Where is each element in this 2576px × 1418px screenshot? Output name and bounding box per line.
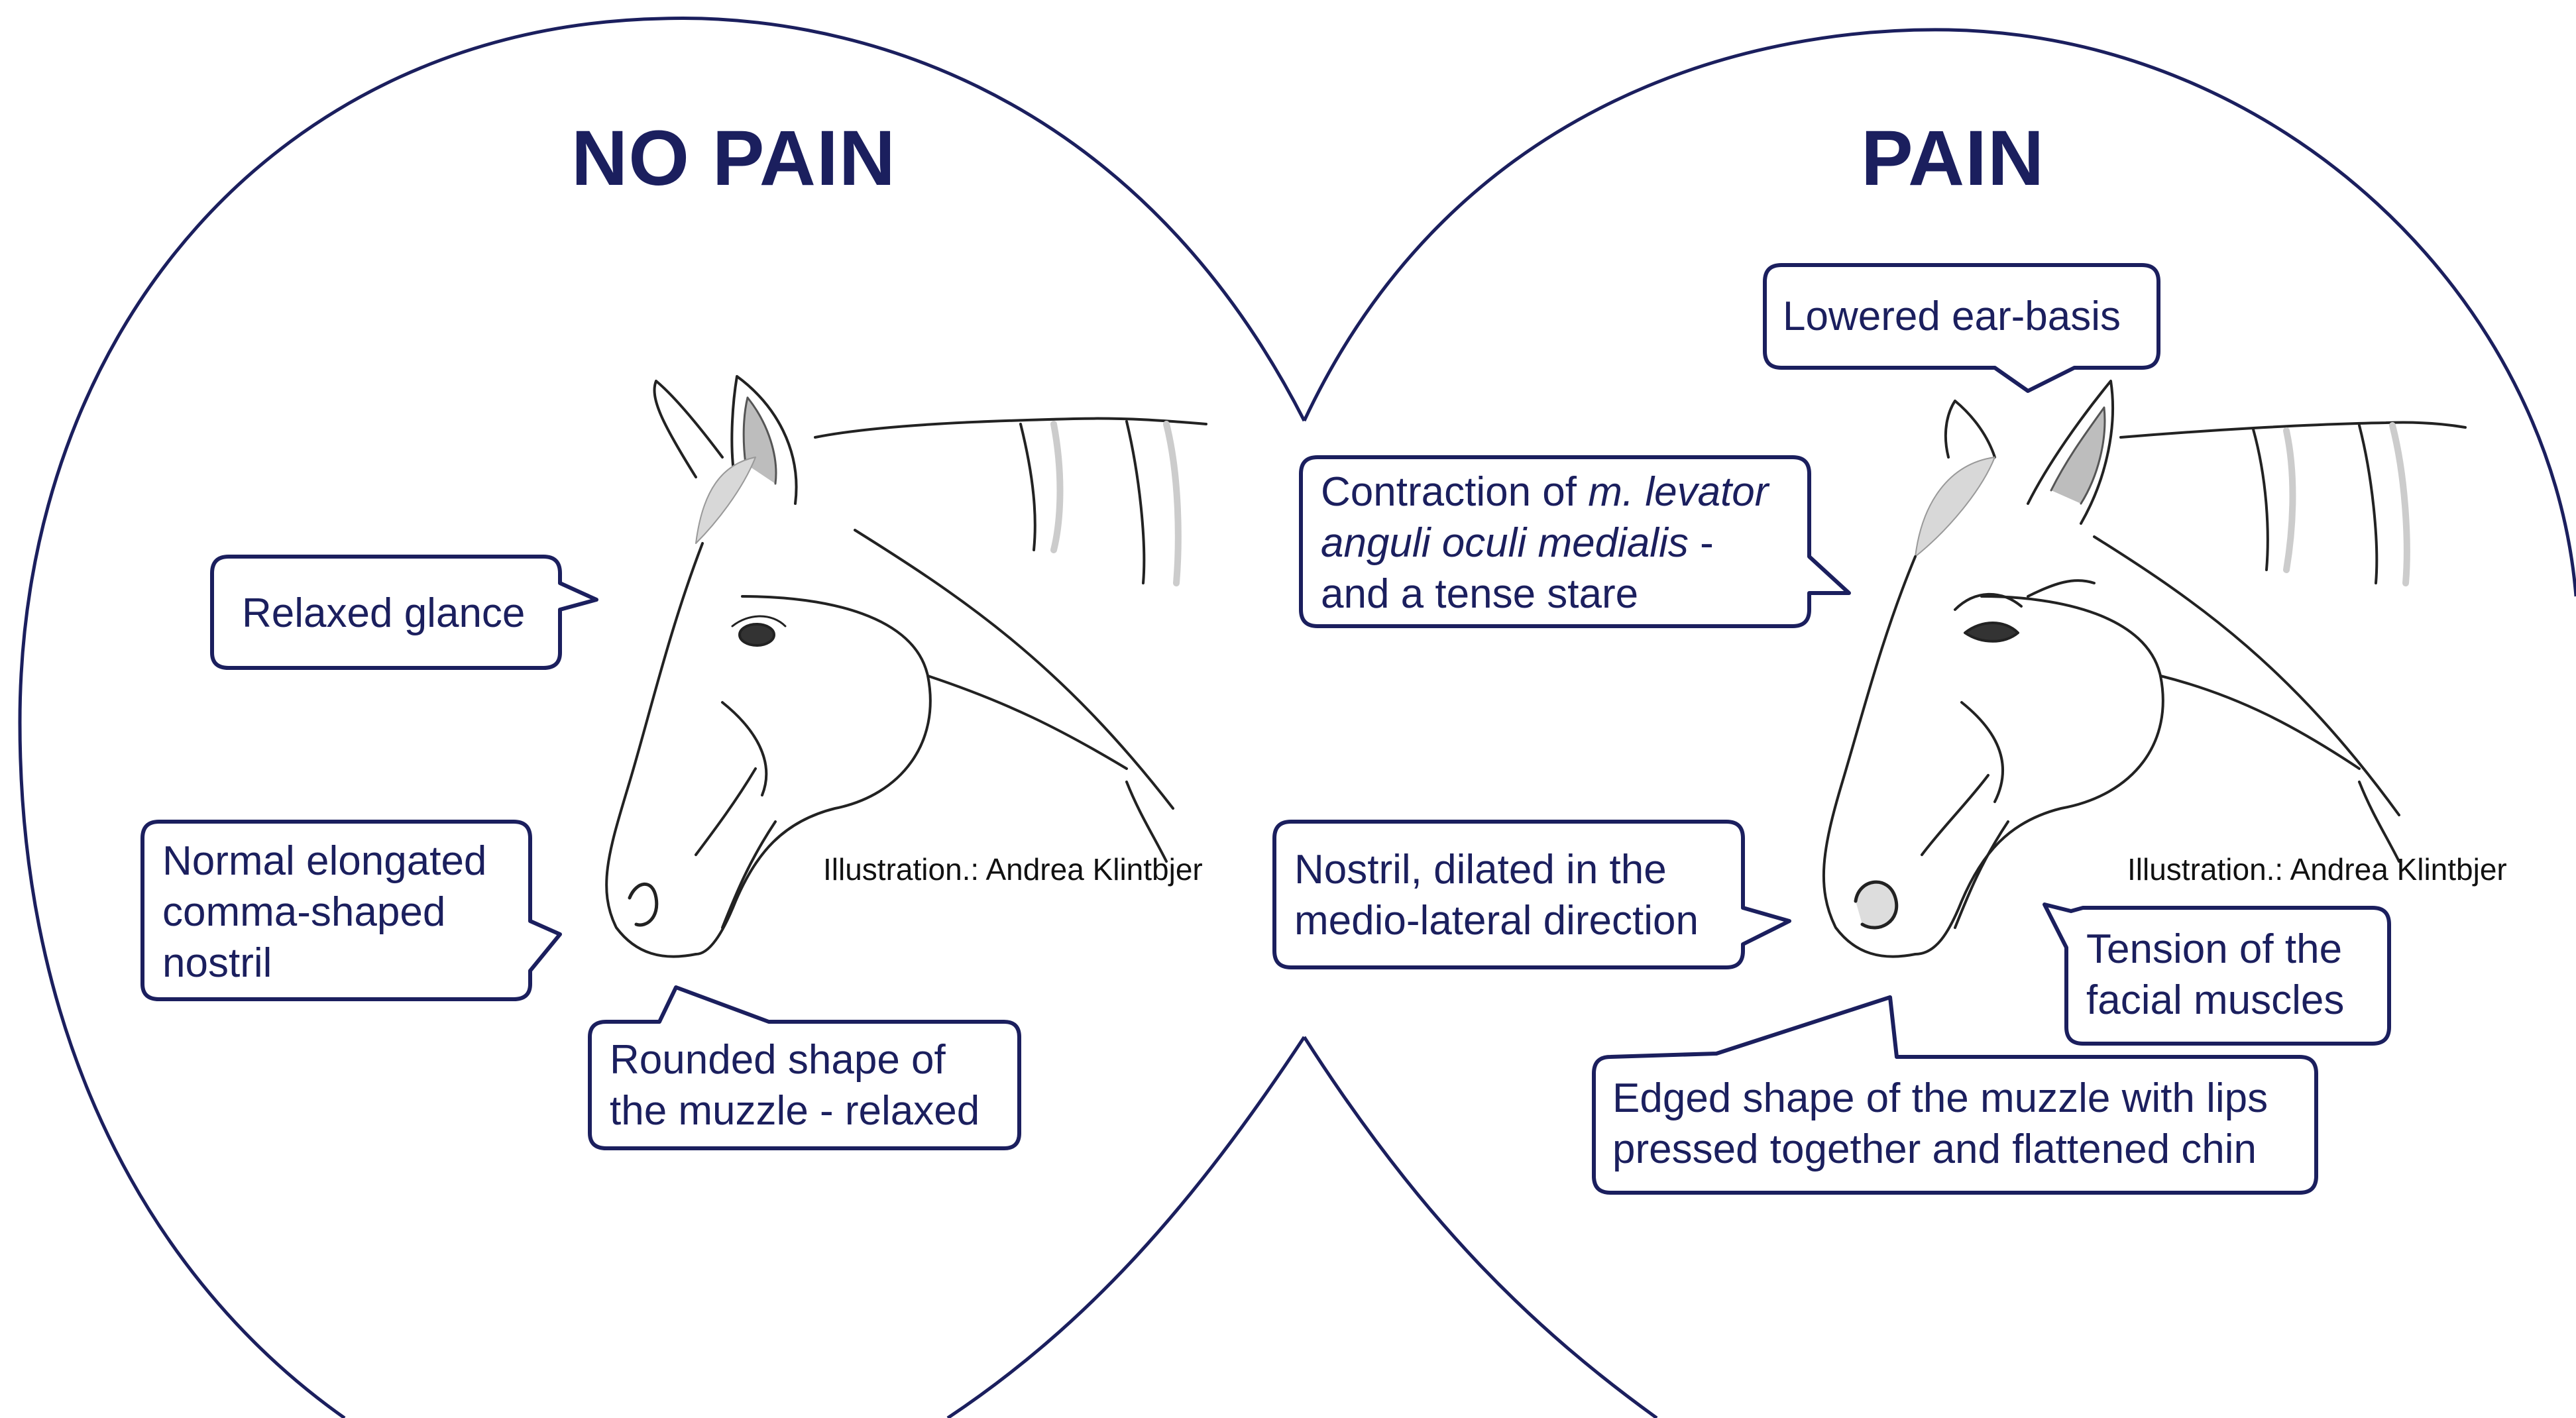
levator-label: Contraction of m. levator anguli oculi m… [1321,467,1768,620]
nostril-dilated-label: Nostril, dilated in the medio-lateral di… [1294,845,1699,947]
relaxed-glance-label: Relaxed glance [242,588,525,639]
illustration-credit-left: Illustration.: Andrea Klintbjer [823,851,1203,887]
pain-heading: PAIN [1861,119,2044,197]
horse-ear-back [1946,401,1995,457]
ear-basis-label: Lowered ear-basis [1783,292,2121,343]
horse-eye-relaxed [740,624,774,645]
horse-forelock [1915,457,1995,557]
twin-circle-outline [20,19,2576,1418]
horse-mane [815,419,1206,437]
horse-eye-tense [1965,623,2018,641]
illustration-credit-right: Illustration.: Andrea Klintbjer [2127,851,2507,887]
no-pain-heading: NO PAIN [571,119,896,197]
horse-neck-line [2094,537,2399,815]
facial-tension-label: Tension of the facial muscles [2086,924,2344,1026]
edged-muzzle-label: Edged shape of the muzzle with lips pres… [1612,1073,2268,1175]
horse-jaw [696,596,930,954]
horse-nostril-comma [630,884,657,925]
nostril-normal-label: Normal elongated comma-shaped nostril [162,836,486,989]
horse-forelock [696,457,756,543]
horse-mane [2121,422,2465,437]
horse-ear-back [655,381,723,477]
rounded-muzzle-label: Rounded shape of the muzzle - relaxed [610,1035,980,1137]
horse-nostril-dilated [1856,882,1897,928]
horse-jaw [1915,596,2163,954]
